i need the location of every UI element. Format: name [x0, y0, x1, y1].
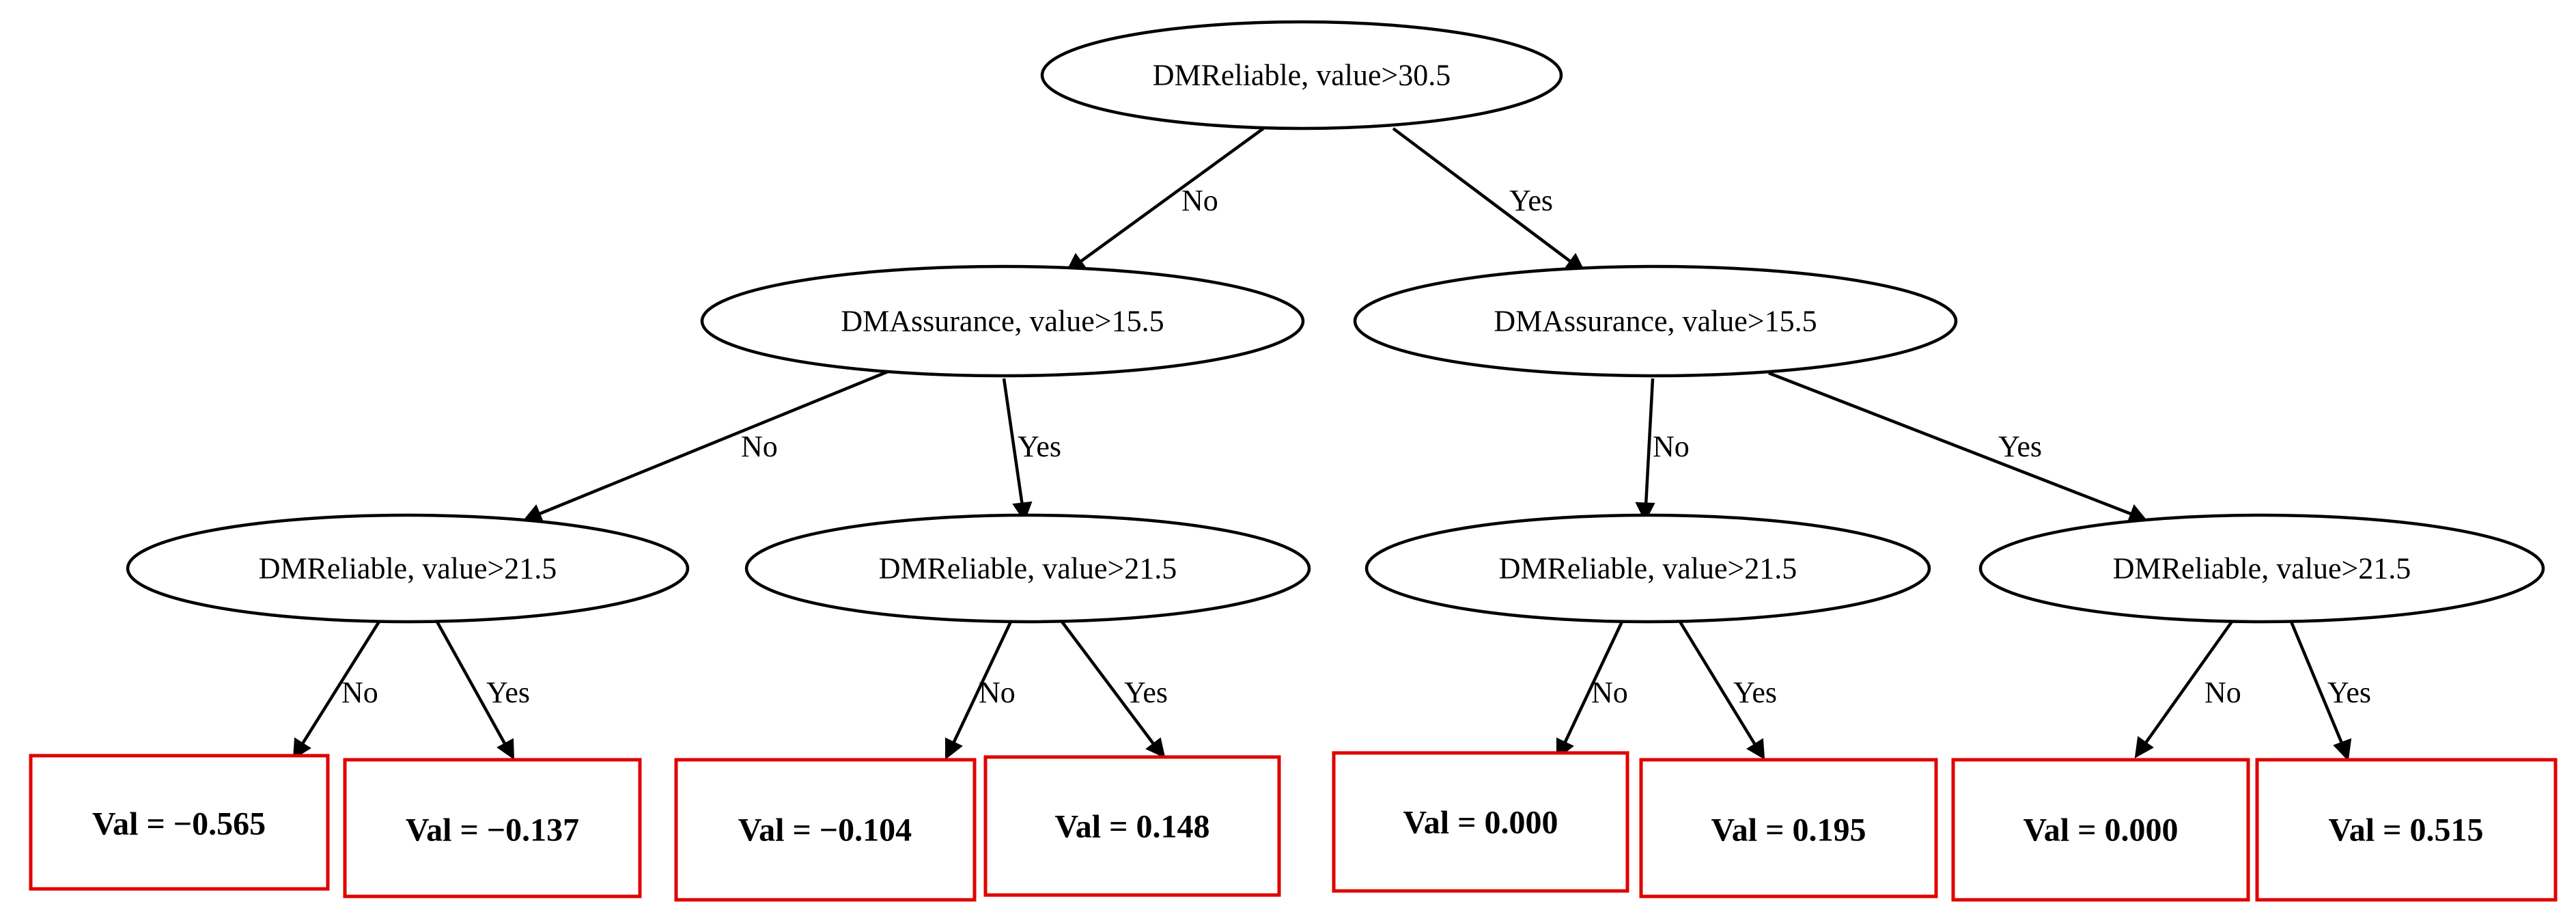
edge-b-yes-line [1061, 620, 1156, 746]
node-level2-d: DMReliable, value>21.5 [1978, 513, 2545, 624]
node-level2-a: DMReliable, value>21.5 [126, 513, 690, 624]
leaf-6: Val = 0.195 [1639, 758, 1938, 898]
edge-n1-yes-line [1002, 378, 1024, 506]
edge-n2-no-label: No [1653, 430, 1690, 463]
leaf-3-label: Val = −0.104 [738, 812, 912, 849]
leaf-5-box [1332, 751, 1629, 893]
leaf-5-label: Val = 0.000 [1403, 805, 1558, 841]
leaf-1: Val = −0.565 [29, 754, 330, 891]
node-level1-no-ellipse [700, 264, 1305, 378]
node-level2-b: DMReliable, value>21.5 [744, 513, 1311, 624]
node-level1-yes-ellipse [1353, 264, 1958, 378]
edge-a-yes-arrowhead [496, 738, 515, 760]
leaf-3: Val = −0.104 [674, 758, 977, 902]
node-level2-b-ellipse [744, 513, 1311, 624]
edge-b-no-label: No [979, 676, 1016, 709]
leaf-8-box [2255, 758, 2558, 902]
edge-d-no-label: No [2204, 676, 2241, 709]
edge-a-no-line [300, 620, 380, 746]
edge-n2-yes-label: Yes [1998, 430, 2042, 463]
leaf-2: Val = −0.137 [343, 758, 642, 898]
node-level2-c: DMReliable, value>21.5 [1364, 513, 1931, 624]
leaf-nodes: Val = −0.565 Val = −0.137 Val = −0.104 V… [29, 751, 2558, 902]
edge-root-yes-line [1392, 127, 1572, 263]
edge-b-no-arrowhead [945, 737, 963, 760]
edge-d-yes-line [2289, 621, 2344, 745]
leaf-4-box [983, 755, 1281, 897]
node-level1-no: DMAssurance, value>15.5 [700, 264, 1305, 378]
leaf-1-box [29, 754, 330, 891]
edge-c-yes-label: Yes [1733, 676, 1777, 709]
edge-c-yes-arrowhead [1746, 738, 1765, 760]
edge-b-yes-arrowhead [1145, 737, 1166, 758]
node-root-ellipse [1040, 20, 1563, 130]
decision-nodes: DMReliable, value>30.5 DMAssurance, valu… [126, 20, 2545, 624]
node-level2-a-ellipse [126, 513, 690, 624]
node-root: DMReliable, value>30.5 [1040, 20, 1563, 130]
edge-c-no-line [1562, 621, 1624, 745]
node-level2-a-label: DMReliable, value>21.5 [259, 552, 557, 586]
node-level2-c-label: DMReliable, value>21.5 [1499, 552, 1797, 586]
leaf-7: Val = 0.000 [1951, 758, 2250, 902]
leaf-4: Val = 0.148 [983, 755, 1281, 897]
node-level2-c-ellipse [1364, 513, 1931, 624]
edge-a-yes-line [436, 620, 507, 746]
edges [292, 127, 2352, 762]
edge-n2-no-arrowhead [1635, 501, 1655, 523]
edge-n1-no-label: No [741, 430, 778, 463]
edge-a-no-label: No [341, 676, 378, 709]
leaf-5: Val = 0.000 [1332, 751, 1629, 893]
node-level2-d-label: DMReliable, value>21.5 [2113, 552, 2411, 586]
leaf-6-label: Val = 0.195 [1711, 812, 1866, 849]
leaf-6-box [1639, 758, 1938, 898]
node-level2-d-ellipse [1978, 513, 2545, 624]
edge-root-no-label: No [1181, 184, 1218, 217]
leaf-2-box [343, 758, 642, 898]
edge-b-yes-label: Yes [1124, 676, 1168, 709]
edge-b-no-line [951, 621, 1013, 745]
leaf-2-label: Val = −0.137 [406, 812, 579, 849]
leaf-1-label: Val = −0.565 [92, 806, 266, 842]
edge-a-yes-label: Yes [486, 676, 530, 709]
node-level1-yes: DMAssurance, value>15.5 [1353, 264, 1958, 378]
leaf-7-box [1951, 758, 2250, 902]
edge-n1-yes-label: Yes [1018, 430, 1061, 463]
edge-c-no-label: No [1591, 676, 1628, 709]
leaf-8-label: Val = 0.515 [2329, 812, 2484, 849]
edge-d-no-line [2143, 620, 2233, 746]
edge-d-yes-arrowhead [2333, 738, 2352, 762]
edge-root-no-line [1079, 127, 1265, 263]
edge-root-yes-label: Yes [1509, 184, 1553, 217]
leaf-7-label: Val = 0.000 [2024, 812, 2179, 849]
edge-c-yes-line [1679, 620, 1756, 746]
edge-n2-no-line [1644, 378, 1655, 506]
edge-d-yes-label: Yes [2327, 676, 2371, 709]
edge-n2-yes-line [1768, 371, 2131, 516]
leaf-8: Val = 0.515 [2255, 758, 2558, 902]
edge-labels: No Yes No Yes No Yes No Yes No Yes No Ye… [341, 184, 2371, 709]
edge-a-no-arrowhead [292, 737, 311, 760]
edge-n1-no-line [539, 370, 888, 516]
node-root-label: DMReliable, value>30.5 [1153, 59, 1451, 92]
node-level1-no-label: DMAssurance, value>15.5 [841, 305, 1164, 338]
node-level2-b-label: DMReliable, value>21.5 [879, 552, 1177, 586]
leaf-3-box [674, 758, 977, 902]
edge-d-no-arrowhead [2134, 736, 2154, 758]
leaf-4-label: Val = 0.148 [1055, 809, 1210, 845]
edge-n1-yes-arrowhead [1012, 501, 1033, 523]
node-level1-yes-label: DMAssurance, value>15.5 [1494, 305, 1817, 338]
